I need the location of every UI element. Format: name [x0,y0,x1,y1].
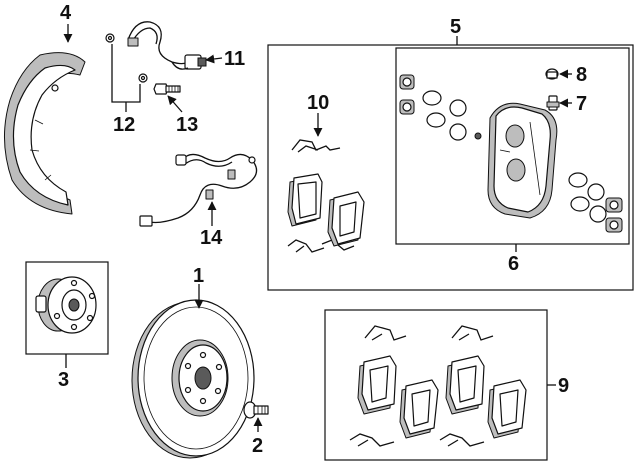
caliper-kit-box [267,44,634,291]
callout-7: 7 [576,93,587,115]
brake-pad-set-part [287,173,365,247]
leader-lines [63,24,572,432]
hub-box [25,261,109,355]
hub-bearing-part [35,276,97,334]
callout-14: 14 [200,227,223,249]
callout-13: 13 [176,114,198,136]
callout-9: 9 [558,375,569,397]
callout-1: 1 [193,265,204,287]
callout-10: 10 [307,92,329,114]
bleeder-cap-part [545,68,559,80]
rotor-screw-part [243,401,269,419]
callout-8: 8 [576,64,587,86]
pad-kit-part [349,325,527,447]
caliper-box [395,47,630,245]
callout-2: 2 [252,435,263,457]
washer-part [105,33,148,83]
bleeder-screw-part [546,95,560,111]
callout-6: 6 [508,253,519,275]
callout-3: 3 [58,369,69,391]
sensor-harness-part [139,153,258,227]
dust-shield-part [4,52,86,215]
piston-seal-set-part [399,74,623,233]
callout-11: 11 [224,48,245,70]
brake-rotor-part [131,299,255,459]
callout-4: 4 [60,2,72,24]
callout-5: 5 [450,16,461,38]
callout-12: 12 [113,114,135,136]
caliper-body-part [474,102,558,219]
bolt-13-part [153,83,181,95]
wheel-speed-sensor-part [127,21,207,70]
